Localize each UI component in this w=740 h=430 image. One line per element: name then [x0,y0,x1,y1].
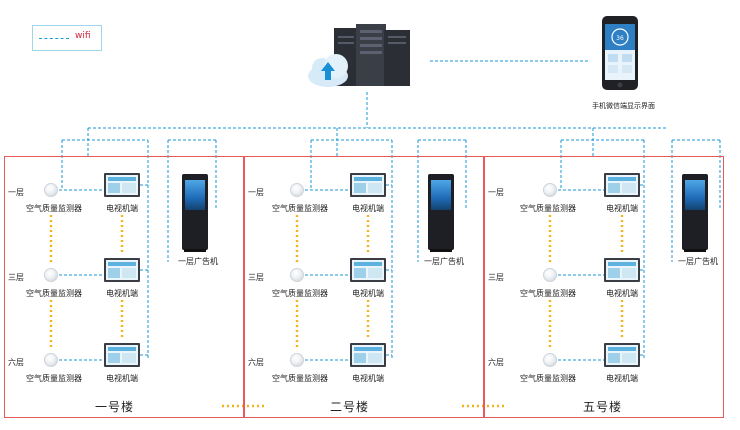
cloud-server-icon [308,24,410,87]
advertising-kiosk-icon [428,174,454,252]
tv-screen-icon [350,343,386,367]
tv-label: 电视机端 [106,289,138,298]
advertising-kiosk-icon [182,174,208,252]
smartphone-icon: 36 [602,16,638,90]
phone-label: 手机微信端显示界面 [592,102,655,110]
sensor-label: 空气质量监测器 [272,289,328,298]
air-quality-monitor-icon [290,353,304,367]
phone-temperature: 36 [616,35,624,42]
floor-label: 六层 [488,358,504,367]
sensor-label: 空气质量监测器 [520,289,576,298]
air-quality-monitor-icon [44,183,58,197]
air-quality-monitor-icon [290,183,304,197]
floor-label: 六层 [8,358,24,367]
building-frame [244,156,484,418]
building-name: 五号楼 [583,400,623,414]
tv-screen-icon [604,173,640,197]
floor-label: 一层 [8,188,24,197]
air-quality-monitor-icon [543,183,557,197]
air-quality-monitor-icon [44,353,58,367]
sensor-label: 空气质量监测器 [272,374,328,383]
tv-screen-icon [104,173,140,197]
floor-label: 三层 [8,273,24,282]
sensor-label: 空气质量监测器 [26,374,82,383]
tv-label: 电视机端 [352,374,384,383]
tv-screen-icon [350,258,386,282]
sensor-label: 空气质量监测器 [520,204,576,213]
tv-screen-icon [604,343,640,367]
floor-label: 六层 [248,358,264,367]
building-name: 一号楼 [95,400,135,414]
tv-label: 电视机端 [606,289,638,298]
tv-label: 电视机端 [106,374,138,383]
air-quality-monitor-icon [290,268,304,282]
tv-label: 电视机端 [352,289,384,298]
tv-screen-icon [104,258,140,282]
tv-label: 电视机端 [352,204,384,213]
kiosk-label: 一层广告机 [678,257,718,266]
tv-screen-icon [350,173,386,197]
sensor-label: 空气质量监测器 [26,289,82,298]
sensor-label: 空气质量监测器 [272,204,328,213]
air-quality-monitor-icon [543,353,557,367]
tv-label: 电视机端 [606,374,638,383]
floor-label: 一层 [248,188,264,197]
kiosk-label: 一层广告机 [178,257,218,266]
sensor-label: 空气质量监测器 [26,204,82,213]
building-frame [484,156,724,418]
tv-label: 电视机端 [106,204,138,213]
air-quality-monitor-icon [543,268,557,282]
tv-label: 电视机端 [606,204,638,213]
tv-screen-icon [604,258,640,282]
tv-screen-icon [104,343,140,367]
legend: wifi [32,25,102,51]
legend-label: wifi [75,31,91,41]
kiosk-label: 一层广告机 [424,257,464,266]
floor-label: 三层 [248,273,264,282]
air-quality-monitor-icon [44,268,58,282]
advertising-kiosk-icon [682,174,708,252]
building-frame [4,156,244,418]
legend-wifi-line [39,38,69,39]
sensor-label: 空气质量监测器 [520,374,576,383]
building-name: 二号楼 [330,400,370,414]
floor-label: 一层 [488,188,504,197]
floor-label: 三层 [488,273,504,282]
